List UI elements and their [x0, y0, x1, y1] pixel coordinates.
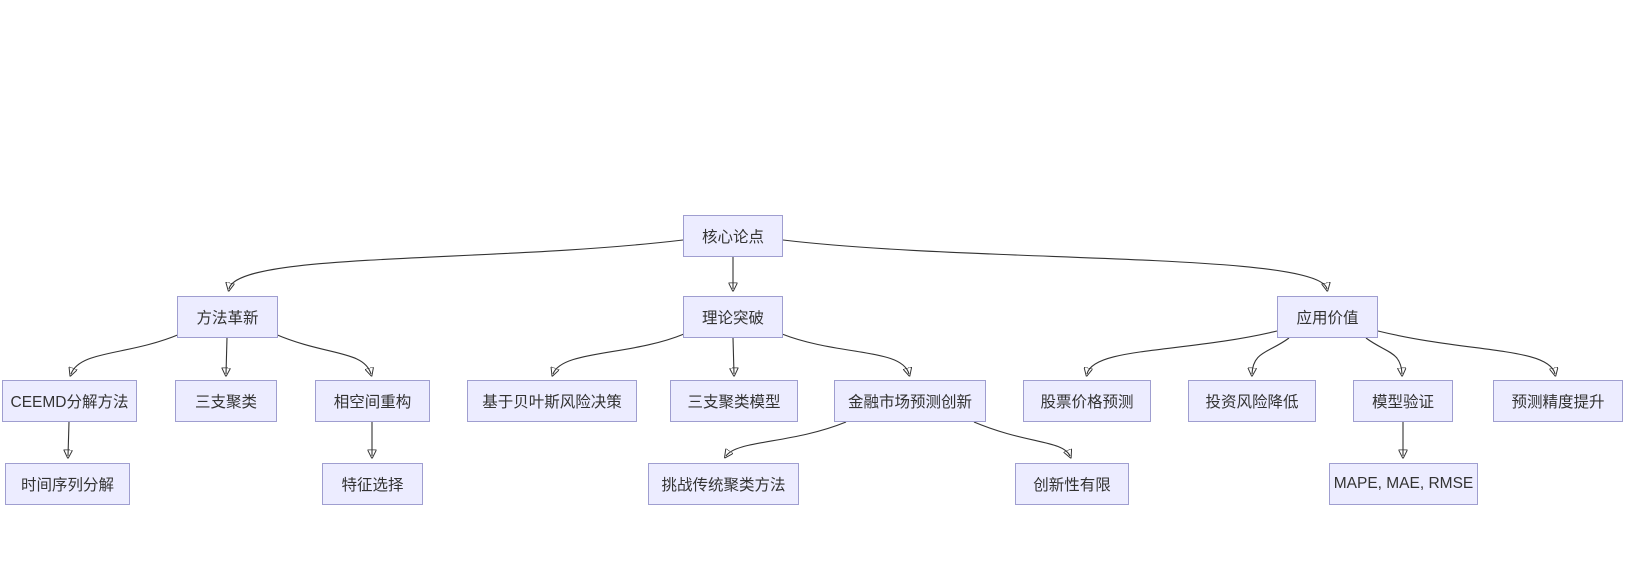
- edge-theory-three-way-model: [733, 337, 734, 374]
- node-stock-price-prediction: 股票价格预测: [1023, 380, 1151, 422]
- node-application-value: 应用价值: [1277, 296, 1378, 338]
- node-challenge-traditional-clustering: 挑战传统聚类方法: [648, 463, 799, 505]
- edge-method-phase-space: [274, 333, 371, 374]
- node-three-way-clustering: 三支聚类: [175, 380, 277, 422]
- edge-application-risk-reduction: [1252, 337, 1290, 374]
- edge-finance-innovation-challenge-clustering: [726, 421, 847, 456]
- node-evaluation-metrics: MAPE, MAE, RMSE: [1329, 463, 1478, 505]
- edge-theory-bayes: [553, 333, 685, 374]
- node-limited-innovation: 创新性有限: [1015, 463, 1129, 505]
- node-feature-selection: 特征选择: [322, 463, 423, 505]
- edge-ceemd-time-series: [68, 421, 69, 456]
- node-ceemd-decomposition-method: CEEMD分解方法: [2, 380, 137, 422]
- edge-theory-finance-innovation: [781, 333, 909, 374]
- edge-method-ceemd: [71, 333, 181, 374]
- edge-application-stock-prediction: [1087, 330, 1278, 374]
- node-three-way-clustering-model: 三支聚类模型: [670, 380, 798, 422]
- edge-root-method: [229, 239, 684, 289]
- node-core-thesis: 核心论点: [683, 215, 783, 257]
- node-bayesian-risk-decision: 基于贝叶斯风险决策: [467, 380, 637, 422]
- edge-application-model-validation: [1365, 337, 1402, 374]
- edge-finance-innovation-limited-innovation: [973, 421, 1070, 456]
- edge-root-application: [782, 239, 1327, 289]
- node-method-innovation: 方法革新: [177, 296, 278, 338]
- node-phase-space-reconstruction: 相空间重构: [315, 380, 430, 422]
- node-theory-breakthrough: 理论突破: [683, 296, 783, 338]
- node-investment-risk-reduction: 投资风险降低: [1188, 380, 1316, 422]
- node-time-series-decomposition: 时间序列分解: [5, 463, 130, 505]
- node-prediction-accuracy-improvement: 预测精度提升: [1493, 380, 1623, 422]
- node-model-validation: 模型验证: [1353, 380, 1453, 422]
- edge-method-three-way: [226, 337, 227, 374]
- edge-application-accuracy-improvement: [1377, 330, 1555, 374]
- node-financial-market-prediction-innovation: 金融市场预测创新: [834, 380, 986, 422]
